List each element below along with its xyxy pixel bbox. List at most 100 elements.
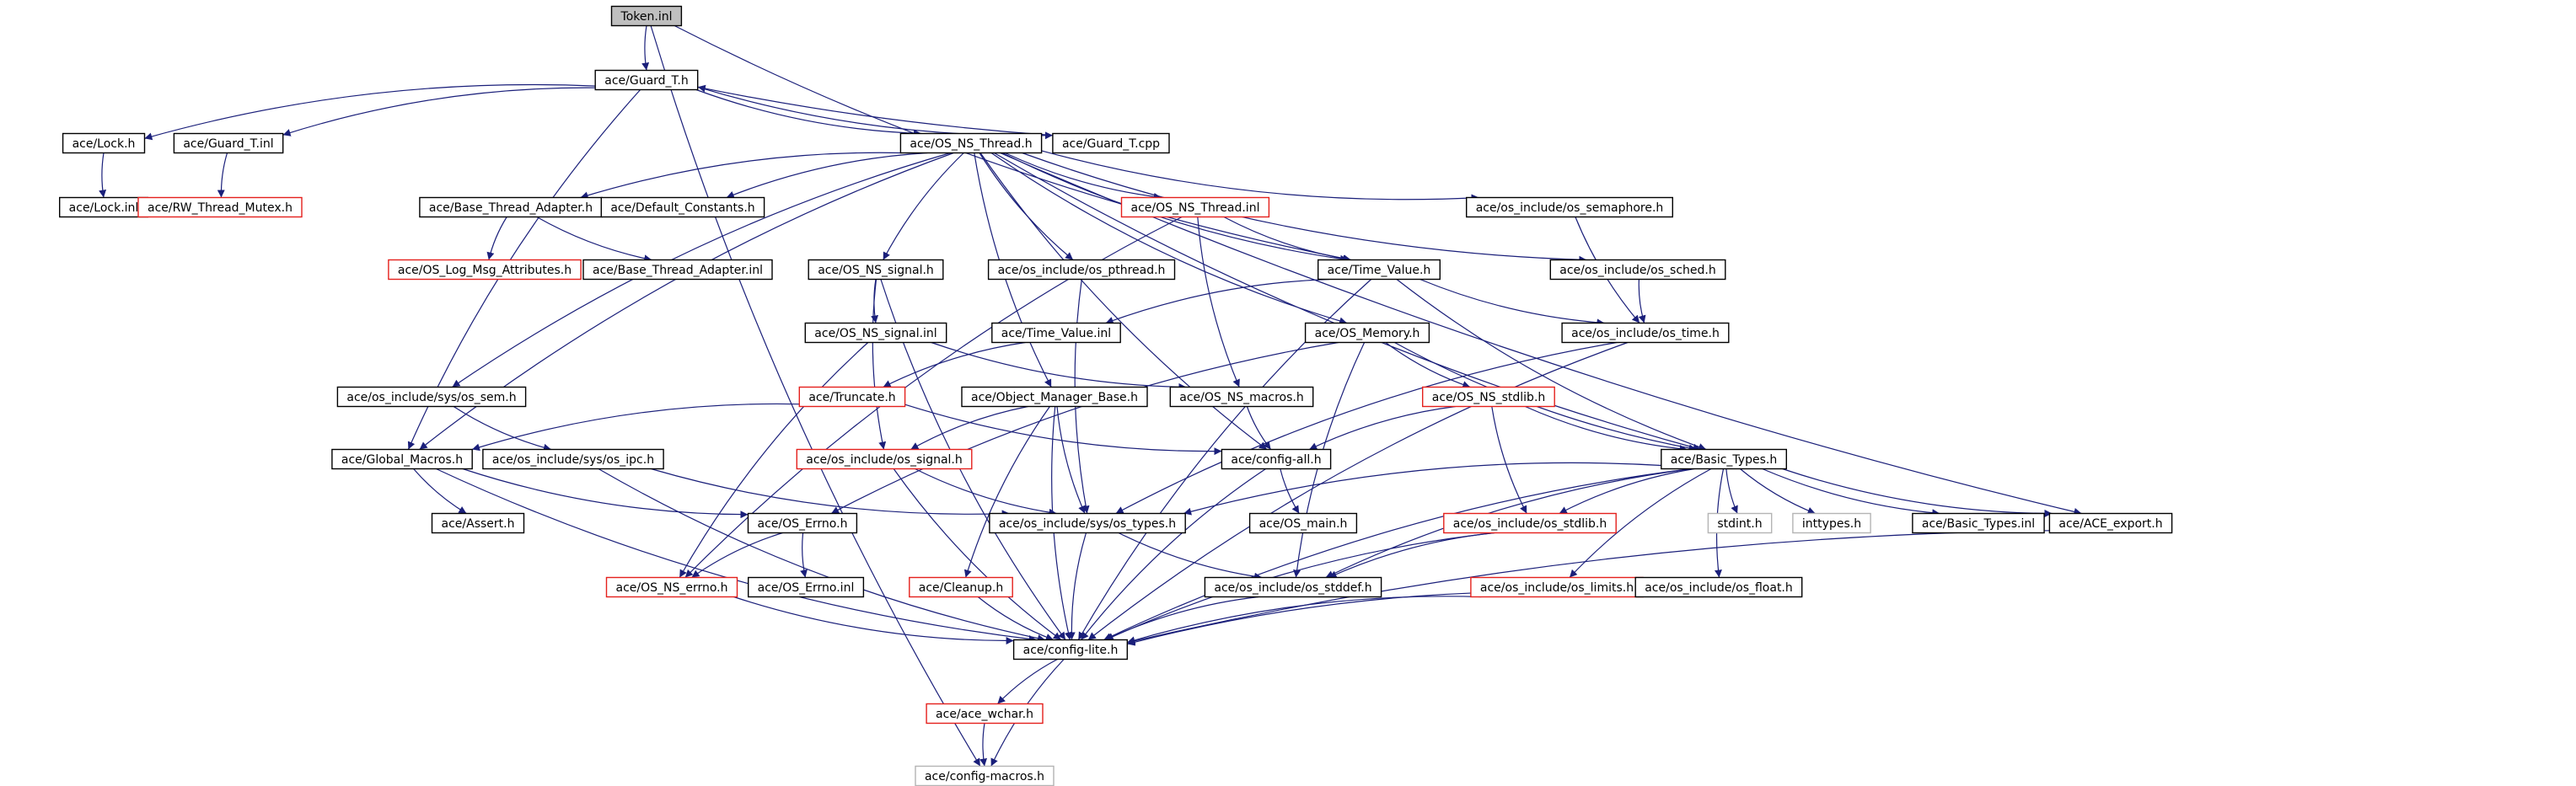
edge-config-lite-to-ace-wchar [996, 658, 1058, 704]
node-base-thread-adapter-inl[interactable]: ace/Base_Thread_Adapter.inl [582, 259, 773, 281]
node-os-time[interactable]: ace/os_include/os_time.h [1561, 322, 1730, 344]
edge-os-ipc-to-os-types [651, 468, 1010, 518]
edge-line [1127, 530, 2050, 645]
edge-line [1105, 278, 1330, 324]
edge-lock-h-to-lock-inl [99, 152, 107, 198]
node-os-float[interactable]: ace/os_include/os_float.h [1634, 576, 1803, 598]
node-os-stdlib[interactable]: ace/os_include/os_stdlib.h [1443, 512, 1617, 534]
edge-line [979, 152, 1268, 450]
edge-line [695, 88, 922, 137]
node-label: ace/os_include/os_float.h [1645, 581, 1793, 595]
node-base-thread-adapter-h[interactable]: ace/Base_Thread_Adapter.h [419, 196, 603, 218]
node-box [748, 576, 865, 598]
node-os-ns-thread-h[interactable]: ace/OS_NS_Thread.h [899, 132, 1043, 154]
edge-basic-types-h-to-stdint [1725, 468, 1738, 514]
edge-token-to-guard-t-h [641, 25, 650, 71]
edge-truncate-to-global-macros [471, 403, 800, 452]
node-box [804, 322, 947, 344]
node-os-memory[interactable]: ace/OS_Memory.h [1304, 322, 1430, 344]
edge-os-signal-to-os-types [915, 468, 1057, 516]
edge-line [282, 87, 596, 136]
edge-line [453, 405, 552, 452]
node-os-sched[interactable]: ace/os_include/os_sched.h [1549, 259, 1726, 281]
node-os-ns-thread-inl[interactable]: ace/OS_NS_Thread.inl [1120, 196, 1270, 218]
edge-line [1725, 468, 1738, 514]
node-os-ipc[interactable]: ace/os_include/sys/os_ipc.h [482, 448, 664, 470]
node-box [989, 512, 1186, 534]
node-guard-t-inl[interactable]: ace/Guard_T.inl [173, 132, 284, 154]
node-object-manager-base[interactable]: ace/Object_Manager_Base.h [961, 386, 1148, 408]
node-token[interactable]: Token.inl [610, 5, 683, 27]
node-label: ace/Base_Thread_Adapter.inl [593, 264, 763, 277]
node-assert-h[interactable]: ace/Assert.h [431, 512, 525, 534]
edge-ace-export-to-config-lite [1127, 530, 2050, 645]
node-ace-wchar[interactable]: ace/ace_wchar.h [926, 703, 1044, 725]
node-box [2048, 512, 2173, 534]
node-box [62, 132, 146, 154]
node-rw-thread-mutex[interactable]: ace/RW_Thread_Mutex.h [137, 196, 303, 218]
node-os-types[interactable]: ace/os_include/sys/os_types.h [989, 512, 1186, 534]
node-config-macros[interactable]: ace/config-macros.h [915, 765, 1055, 786]
edge-os-errno-h-to-os-errno-inl [800, 532, 808, 578]
node-guard-t-cpp[interactable]: ace/Guard_T.cpp [1052, 132, 1170, 154]
node-cleanup[interactable]: ace/Cleanup.h [909, 576, 1013, 598]
edge-line [1127, 596, 1482, 644]
node-box [173, 132, 284, 154]
node-os-ns-signal-inl[interactable]: ace/OS_NS_signal.inl [804, 322, 947, 344]
node-os-semaphore[interactable]: ace/os_include/os_semaphore.h [1465, 196, 1673, 218]
node-stdint[interactable]: stdint.h [1707, 512, 1773, 534]
node-os-stddef[interactable]: ace/os_include/os_stddef.h [1204, 576, 1382, 598]
edge-line [883, 341, 1026, 388]
node-lock-h[interactable]: ace/Lock.h [62, 132, 146, 154]
node-truncate[interactable]: ace/Truncate.h [798, 386, 906, 408]
edge-line [99, 152, 107, 198]
node-box [796, 448, 973, 470]
edge-os-ns-signal-inl-to-os-ns-macros [931, 341, 1187, 391]
node-guard-t-h[interactable]: ace/Guard_T.h [594, 69, 699, 91]
edge-os-ns-thread-h-to-os-semaphore [1041, 150, 1479, 202]
node-label: ace/OS_NS_signal.h [818, 264, 934, 277]
edge-line [733, 596, 1014, 645]
node-os-signal[interactable]: ace/os_include/os_signal.h [796, 448, 973, 470]
node-config-all[interactable]: ace/config-all.h [1221, 448, 1332, 470]
node-box [1707, 512, 1773, 534]
node-time-value-h[interactable]: ace/Time_Value.h [1317, 259, 1441, 281]
node-os-ns-signal-h[interactable]: ace/OS_NS_signal.h [808, 259, 944, 281]
edge-line [1280, 468, 1300, 514]
node-os-limits[interactable]: ace/os_include/os_limits.h [1470, 576, 1644, 598]
edge-time-value-h-to-basic-types-h [1396, 279, 1707, 451]
edge-os-ns-thread-h-to-time-value-h [1001, 152, 1348, 263]
edge-basic-types-h-to-os-stdlib [1559, 468, 1695, 515]
node-os-errno-inl[interactable]: ace/OS_Errno.inl [748, 576, 865, 598]
edge-line [1762, 468, 1940, 517]
node-basic-types-inl[interactable]: ace/Basic_Types.inl [1912, 512, 2045, 534]
node-basic-types-h[interactable]: ace/Basic_Types.h [1661, 448, 1788, 470]
node-os-log-msg[interactable]: ace/OS_Log_Msg_Attributes.h [388, 259, 582, 281]
edge-line [963, 406, 1050, 578]
edge-line [979, 723, 988, 767]
edge-time-value-h-to-os-time [1419, 278, 1605, 327]
edge-os-ns-stdlib-to-basic-types-h [1525, 405, 1688, 453]
node-ace-export[interactable]: ace/ACE_export.h [2048, 512, 2173, 534]
node-label: ace/OS_main.h [1259, 517, 1348, 531]
node-default-constants[interactable]: ace/Default_Constants.h [600, 196, 765, 218]
edge-line [679, 342, 869, 578]
node-box [431, 512, 525, 534]
node-config-lite[interactable]: ace/config-lite.h [1012, 639, 1128, 660]
node-os-ns-stdlib[interactable]: ace/OS_NS_stdlib.h [1421, 386, 1555, 408]
node-time-value-inl[interactable]: ace/Time_Value.inl [991, 322, 1121, 344]
node-box [961, 386, 1148, 408]
node-inttypes[interactable]: inttypes.h [1792, 512, 1871, 534]
node-os-ns-macros[interactable]: ace/OS_NS_macros.h [1169, 386, 1314, 408]
node-os-pthread[interactable]: ace/os_include/os_pthread.h [987, 259, 1176, 281]
node-lock-inl[interactable]: ace/Lock.inl [58, 196, 148, 218]
node-os-ns-errno[interactable]: ace/OS_NS_errno.h [605, 576, 738, 598]
edge-line [697, 86, 1053, 140]
edge-line [1419, 278, 1605, 327]
node-global-macros[interactable]: ace/Global_Macros.h [331, 448, 473, 470]
edge-os-ipc-to-config-lite [598, 468, 1046, 643]
node-os-errno-h[interactable]: ace/OS_Errno.h [747, 512, 858, 534]
node-os-sem[interactable]: ace/os_include/sys/os_sem.h [336, 386, 527, 408]
node-os-main[interactable]: ace/OS_main.h [1248, 512, 1358, 534]
edge-line [1104, 596, 1259, 641]
